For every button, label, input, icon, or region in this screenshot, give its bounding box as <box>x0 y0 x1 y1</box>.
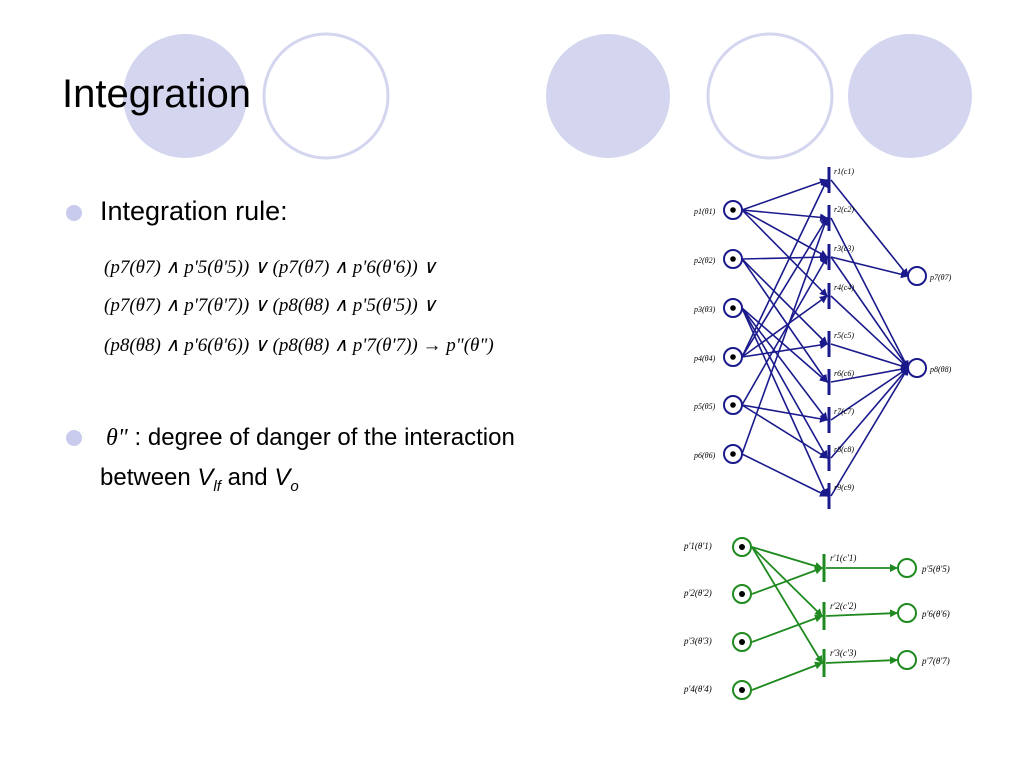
decorative-circles <box>123 32 972 160</box>
transition-label: r8(c8) <box>834 445 854 454</box>
arc <box>830 367 909 497</box>
token <box>730 402 736 408</box>
place-label: p3(θ3) <box>693 305 716 314</box>
arc <box>830 365 909 383</box>
circle-filled-1 <box>123 34 247 158</box>
arc <box>751 566 823 595</box>
arc <box>741 258 828 383</box>
arc <box>741 209 828 258</box>
formula-line-2: (p7(θ7) ∧ p'7(θ'7)) ∨ (p8(θ8) ∧ p'5(θ'5)… <box>104 295 437 316</box>
theta-description: : degree of danger of the interaction <box>127 424 515 451</box>
arc <box>751 546 823 664</box>
transition-label: r5(c5) <box>834 331 854 340</box>
circle-filled-2 <box>546 34 670 158</box>
token <box>730 207 736 213</box>
transition-label: r'3(c'3) <box>830 648 856 658</box>
arc <box>741 295 828 358</box>
token <box>739 544 745 550</box>
transition-label: r1(c1) <box>834 167 854 176</box>
arc <box>830 256 909 279</box>
transition-label: r4(c4) <box>834 283 854 292</box>
transition-label: r'2(c'2) <box>830 601 856 611</box>
place-label: p'3(θ'3) <box>683 636 712 646</box>
arc <box>741 256 828 406</box>
bullet-text: Integration rule: <box>100 196 288 226</box>
arc <box>741 253 828 262</box>
arc <box>830 295 909 369</box>
arc <box>830 256 909 369</box>
transition-label: r2(c2) <box>834 205 854 214</box>
slide-title: Integration <box>62 72 252 116</box>
bullet-dot-icon <box>66 205 82 221</box>
arc <box>751 546 823 570</box>
arc <box>741 307 828 497</box>
output-place-node <box>907 358 927 378</box>
theta-symbol: θ" <box>106 425 128 451</box>
place-label: p1(θ1) <box>693 207 716 216</box>
transition-label: r7(c7) <box>834 407 854 416</box>
arc <box>825 656 898 665</box>
place-label: p'2(θ'2) <box>683 588 712 598</box>
token <box>739 639 745 645</box>
token <box>730 451 736 457</box>
transition-label: r9(c9) <box>834 483 854 492</box>
arc <box>741 217 829 455</box>
formula-line-1: (p7(θ7) ∧ p'5(θ'5)) ∨ (p7(θ7) ∧ p'6(θ'6)… <box>104 257 437 278</box>
arc <box>741 178 828 211</box>
arc <box>741 258 828 345</box>
place-label: p4(θ4) <box>693 354 716 363</box>
transition-label: r'1(c'1) <box>830 553 856 563</box>
arc <box>741 341 828 358</box>
arc <box>830 367 909 421</box>
arc <box>825 609 898 618</box>
circle-outline-2 <box>706 32 834 160</box>
arc <box>741 179 828 358</box>
token <box>739 687 745 693</box>
output-label: p'7(θ'7) <box>921 656 950 666</box>
arc <box>741 217 828 358</box>
token <box>739 591 745 597</box>
token <box>730 305 736 311</box>
output-place-node <box>897 650 917 670</box>
place-label: p5(θ5) <box>693 402 716 411</box>
arc <box>741 209 828 222</box>
output-label: p'6(θ'6) <box>921 609 950 619</box>
circle-outline-1 <box>262 32 390 160</box>
arc <box>830 367 909 459</box>
output-label: p'5(θ'5) <box>921 564 950 574</box>
place-label: p'1(θ'1) <box>683 541 712 551</box>
arc <box>741 307 828 383</box>
theta-description-line-2: between Vlf and Vo <box>100 464 299 495</box>
arc <box>830 217 909 369</box>
arc <box>741 453 828 497</box>
arc <box>741 404 828 423</box>
circle-filled-3 <box>848 34 972 158</box>
output-label: p7(θ7) <box>929 273 952 282</box>
place-label: p'4(θ'4) <box>683 684 712 694</box>
arc <box>751 661 823 691</box>
bullet-dot-icon <box>66 430 82 446</box>
place-label: p2(θ2) <box>693 256 716 265</box>
arc <box>830 343 909 370</box>
token <box>730 354 736 360</box>
arc <box>830 179 909 277</box>
output-place-node <box>897 603 917 623</box>
token <box>730 256 736 262</box>
place-label: p6(θ6) <box>693 451 716 460</box>
output-label: p8(θ8) <box>929 365 952 374</box>
transition-label: r6(c6) <box>834 369 854 378</box>
transition-label: r3(c3) <box>834 244 854 253</box>
output-place-node <box>907 266 927 286</box>
output-place-node <box>897 558 917 578</box>
formula-line-3: (p8(θ8) ∧ p'6(θ'6)) ∨ (p8(θ8) ∧ p'7(θ'7)… <box>104 335 494 356</box>
arc <box>751 614 823 643</box>
